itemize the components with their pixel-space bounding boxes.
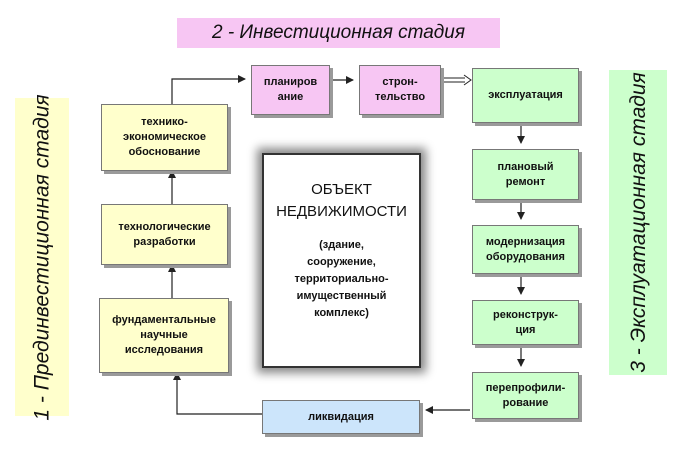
scheduled-repair-box: плановый ремонт [472, 149, 579, 200]
real-estate-object-title: ОБЪЕКТ НЕДВИЖИМОСТИ [276, 181, 407, 220]
operation-stage-label: 3 - Эксплуатационная стадия [609, 70, 667, 375]
reconstruction-box: реконструк- ция [472, 300, 579, 345]
investment-stage-title: 2 - Инвестиционная стадия [177, 18, 500, 48]
planning-box: планиров ание [251, 65, 330, 115]
arrow-feasibility-to-planning [171, 75, 246, 104]
exploitation-box: эксплуатация [472, 68, 579, 123]
real-estate-object-subtitle: (здание, сооружение, территориально- иму… [294, 239, 389, 319]
feasibility-box: технико- экономическое обоснование [101, 104, 228, 171]
real-estate-object-box: ОБЪЕКТ НЕДВИЖИМОСТИ (здание, сооружение,… [262, 153, 421, 368]
tech-development-box: технологические разработки [101, 204, 228, 265]
arrow-liquidation-to-research [173, 372, 262, 415]
pre-investment-stage-label: 1 - Прединвестиционная стадия [15, 94, 69, 420]
fundamental-research-box: фундаментальные научные исследования [99, 298, 229, 373]
modernization-box: модернизация оборудования [472, 225, 579, 274]
liquidation-box: ликвидация [262, 400, 420, 434]
construction-box: строн- тельство [359, 65, 441, 115]
reprofiling-box: перепрофили- рование [472, 372, 579, 419]
